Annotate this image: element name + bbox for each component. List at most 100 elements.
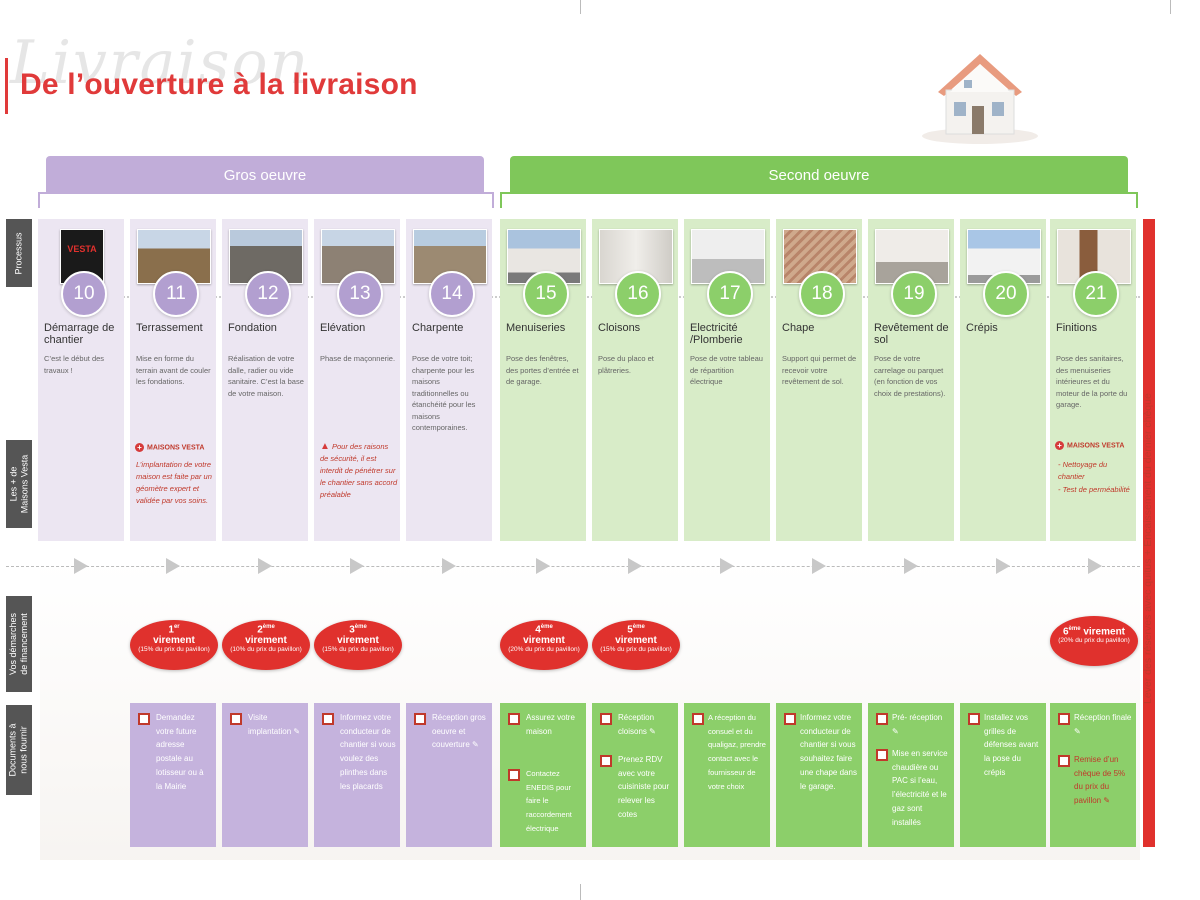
step-name: Revêtement de sol [874, 322, 949, 346]
step-column: 19 Revêtement de sol Pose de votre carre… [868, 219, 954, 541]
step-description: Réalisation de votre dalle, radier ou vi… [228, 354, 304, 398]
plus-note: L’implantation de votre maison est faite… [136, 460, 212, 505]
maisons-vesta-plus-label: +MAISONS VESTA [1055, 441, 1124, 450]
checkbox[interactable] [1058, 713, 1070, 725]
final-step-bar [1143, 219, 1155, 847]
crop-mark [580, 884, 581, 900]
documents-cell: Pré- réception ✎ Mise en service chaudiè… [868, 703, 954, 847]
timeline-dotted-line [40, 296, 1140, 298]
payment-oval-4: 4ème virement (20% du prix du pavillon) [500, 620, 588, 670]
step-number: 13 [337, 271, 383, 317]
step-number: 18 [799, 271, 845, 317]
phase-gros-oeuvre: Gros oeuvre [46, 156, 484, 192]
payment-oval-6: 6ème virement (20% du prix du pavillon) [1050, 616, 1138, 666]
checkbox[interactable] [876, 749, 888, 761]
background-script-word: Livraison [10, 28, 311, 98]
payment-oval-3: 3ème virement (15% du prix du pavillon) [314, 620, 402, 670]
document-text: Installez vos grilles de défenses avant … [984, 713, 1039, 777]
documents-cell: Installez vos grilles de défenses avant … [960, 703, 1046, 847]
edit-icon: ✎ [649, 726, 656, 736]
document-text: A réception du consuel et du qualigaz, p… [708, 713, 766, 791]
document-text: Assurez votre maison [526, 713, 575, 736]
document-text-highlight: Remise d’un chèque de 5% du prix du pavi… [1074, 755, 1126, 806]
step-name: Terrassement [136, 322, 203, 334]
checkbox[interactable] [600, 713, 612, 725]
plus-warning: ▲ Pour des raisons de sécurité, il est i… [320, 441, 398, 499]
step-column: 14 Charpente Pose de votre toit; charpen… [406, 219, 492, 541]
step-name: Crépis [966, 322, 998, 334]
flow-arrow [74, 558, 88, 574]
checkbox[interactable] [692, 713, 704, 725]
final-step-text: Lever des réserves avec quitus + Encaiss… [1142, 393, 1154, 704]
row-label-financement: Vos démarches de financement [6, 596, 32, 692]
phase-second-oeuvre: Second oeuvre [510, 156, 1128, 192]
plus-icon: + [1055, 441, 1064, 450]
step-column: 12 Fondation Réalisation de votre dalle,… [222, 219, 308, 541]
flow-arrow [536, 558, 550, 574]
checkbox[interactable] [230, 713, 242, 725]
page-title: De l’ouverture à la livraison [20, 68, 418, 101]
step-name: Démarrage de chantier [44, 322, 115, 346]
plus-note-1: - Nettoyage du chantier [1058, 460, 1108, 481]
step-description: Phase de maçonnerie. [320, 354, 396, 363]
edit-icon: ✎ [1103, 796, 1111, 806]
step-number: 19 [891, 271, 937, 317]
crop-mark [580, 0, 581, 14]
checkbox[interactable] [968, 713, 980, 725]
step-name: Cloisons [598, 322, 641, 334]
step-number: 17 [707, 271, 753, 317]
title-accent-bar [5, 58, 8, 114]
payment-oval-5: 5ème virement (15% du prix du pavillon) [592, 620, 680, 670]
checkbox[interactable] [138, 713, 150, 725]
documents-cell: A réception du consuel et du qualigaz, p… [684, 703, 770, 847]
house-illustration [922, 54, 1038, 144]
checkbox[interactable] [784, 713, 796, 725]
step-number: 12 [245, 271, 291, 317]
checkbox[interactable] [1058, 755, 1070, 767]
step-column: 20 Crépis [960, 219, 1046, 541]
flow-arrow [350, 558, 364, 574]
document-text: Prenez RDV avec votre cuisiniste pour re… [618, 755, 670, 819]
step-description: Support qui permet de recevoir votre rev… [782, 354, 857, 386]
documents-cell: Demandez votre future adresse postale au… [130, 703, 216, 847]
step-number: 11 [153, 271, 199, 317]
document-text: Informez votre conducteur de chantier si… [800, 713, 857, 791]
document-text: Réception cloisons ✎ [618, 713, 656, 736]
step-column: 15 Menuiseries Pose des fenêtres, des po… [500, 219, 586, 541]
checkbox[interactable] [322, 713, 334, 725]
step-number: 10 [61, 271, 107, 317]
documents-cell: Informez votre conducteur de chantier si… [776, 703, 862, 847]
row-label-processus: Processus [6, 219, 32, 287]
step-description: Pose des fenêtres, des portes d’entrée e… [506, 354, 579, 386]
crop-mark [1170, 0, 1171, 14]
plus-icon: + [135, 443, 144, 452]
step-description: Pose de votre tableau de répartition éle… [690, 354, 763, 386]
phase-gros-brace [38, 192, 494, 208]
document-text: Réception finale ✎ [1074, 713, 1132, 736]
step-column: 18 Chape Support qui permet de recevoir … [776, 219, 862, 541]
step-number: 16 [615, 271, 661, 317]
maisons-vesta-plus-label: +MAISONS VESTA [135, 443, 204, 452]
step-description: C’est le début des travaux ! [44, 354, 105, 375]
checkbox[interactable] [508, 769, 520, 781]
documents-cell: Informez votre conducteur de chantier si… [314, 703, 400, 847]
documents-cell: Assurez votre maison Contactez ENEDIS po… [500, 703, 586, 847]
step-description: Pose des sanitaires, des menuiseries int… [1056, 354, 1128, 409]
step-name: Menuiseries [506, 322, 566, 334]
step-name: Electricité /Plomberie [690, 322, 743, 346]
step-column: 13 Elévation Phase de maçonnerie. ▲ Pour… [314, 219, 400, 541]
document-text: Mise en service chaudière ou PAC si l’ea… [892, 749, 948, 827]
flow-arrow [720, 558, 734, 574]
flow-arrow [1088, 558, 1102, 574]
edit-icon: ✎ [892, 726, 899, 736]
edit-icon: ✎ [1074, 726, 1081, 736]
step-name: Elévation [320, 322, 366, 334]
step-column: 11 Terrassement Mise en forme du terrain… [130, 219, 216, 541]
documents-cell: Réception finale ✎ Remise d’un chèque de… [1050, 703, 1136, 847]
phase-second-brace [500, 192, 1138, 208]
checkbox[interactable] [414, 713, 426, 725]
step-column: 16 Cloisons Pose du placo et plâtreries. [592, 219, 678, 541]
checkbox[interactable] [508, 713, 520, 725]
checkbox[interactable] [876, 713, 888, 725]
checkbox[interactable] [600, 755, 612, 767]
